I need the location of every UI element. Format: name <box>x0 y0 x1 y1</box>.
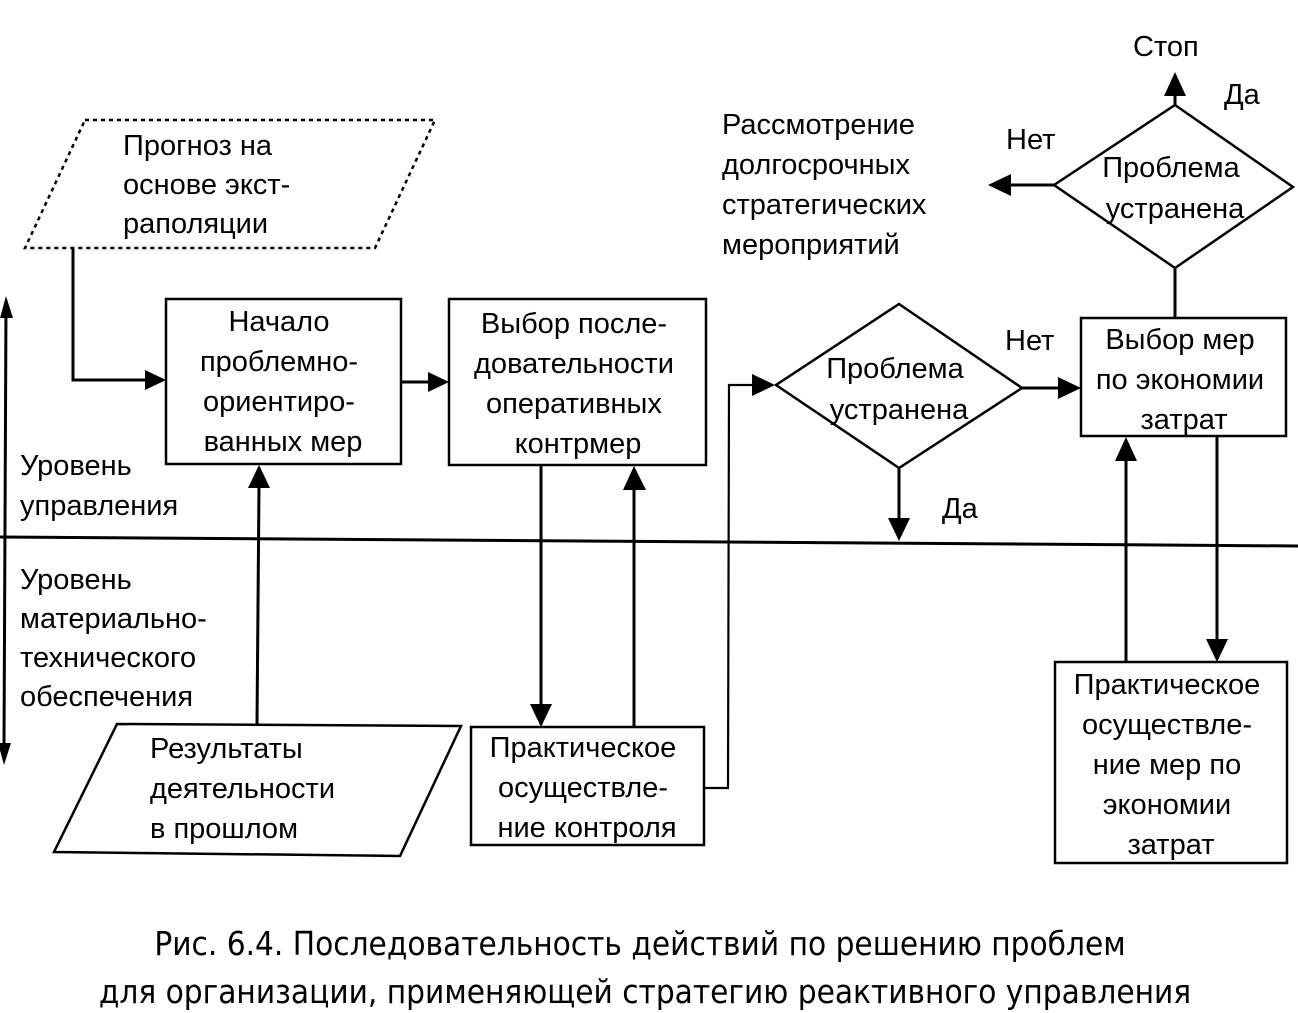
arrowhead-icon <box>1115 437 1137 461</box>
stop-label: Стоп <box>1133 31 1199 63</box>
arrowhead-icon <box>623 466 646 490</box>
decision-1-diamond <box>773 302 1025 470</box>
arrowhead-icon <box>1058 377 1081 399</box>
decision-1-label: Проблема устранена <box>826 353 972 426</box>
choose-sequence-label: Выбор после- довательности оперативных к… <box>474 308 682 460</box>
level-label-management: Уровень управления <box>20 450 178 522</box>
long-term-measures-label: Рассмотрение долгосрочных стратегических… <box>722 109 934 261</box>
node-decision-2: Проблема устранена <box>1051 103 1296 270</box>
forecast-label: Прогноз на основе экст- раполяции <box>123 130 298 240</box>
arrowhead-icon <box>248 465 270 488</box>
arrowhead-icon <box>1206 639 1228 662</box>
arrowhead-icon <box>988 174 1011 196</box>
arrowhead-icon <box>888 518 910 541</box>
decision-1-no-label: Нет <box>1005 325 1054 357</box>
decision-2-label: Проблема устранена <box>1102 152 1248 225</box>
choose-savings-label: Выбор мер по экономии затрат <box>1096 324 1272 436</box>
control-impl-box <box>469 725 706 847</box>
arrowhead-icon <box>530 704 552 727</box>
decision-2-yes-label: Да <box>1224 79 1261 111</box>
figure-caption-line-2: для организации, применяющей стратегию р… <box>99 972 1191 1011</box>
figure-caption-line-1: Рис. 6.4. Последовательность действий по… <box>154 924 1125 963</box>
level-label-logistics: Уровень материально- технического обеспе… <box>20 564 215 713</box>
axis-arrow-down-icon <box>0 743 11 765</box>
arrowhead-icon <box>1164 72 1186 96</box>
start-measures-box <box>164 297 403 466</box>
arrowhead-icon <box>752 374 775 396</box>
forecast-parallelogram <box>23 118 437 250</box>
control-impl-label: Практическое осуществле- ние контроля <box>490 732 685 844</box>
node-choose-savings: Выбор мер по экономии затрат <box>1079 316 1288 438</box>
choose-savings-box <box>1079 316 1288 438</box>
node-control-impl: Практическое осуществле- ние контроля <box>469 725 706 847</box>
past-results-label: Результаты деятельности в прошлом <box>150 733 343 845</box>
past-results-parallelogram <box>52 722 463 858</box>
node-start-measures: Начало проблемно- ориентиро- ванных мер <box>164 297 403 466</box>
decision-1-yes-label: Да <box>942 493 979 525</box>
savings-impl-box <box>1053 660 1289 865</box>
vertical-axis-line <box>2 304 8 746</box>
arrowhead-icon <box>145 370 166 390</box>
edge-forecast-to-start <box>71 249 146 382</box>
start-measures-label: Начало проблемно- ориентиро- ванных мер <box>200 306 366 458</box>
node-savings-impl: Практическое осуществле- ние мер по экон… <box>1053 660 1289 865</box>
edge-past-to-start <box>255 485 261 725</box>
node-forecast: Прогноз на основе экст- раполяции <box>23 118 437 250</box>
node-choose-sequence: Выбор после- довательности оперативных к… <box>447 297 708 467</box>
node-past-results: Результаты деятельности в прошлом <box>52 722 463 858</box>
node-decision-1: Проблема устранена <box>773 302 1025 470</box>
choose-sequence-box <box>447 297 708 467</box>
decision-2-no-label: Нет <box>1006 124 1055 156</box>
decision-2-diamond <box>1051 103 1296 270</box>
axis-arrow-up-icon <box>0 296 13 318</box>
savings-impl-label: Практическое осуществле- ние мер по экон… <box>1074 669 1269 861</box>
level-divider-line <box>0 535 1298 548</box>
edge-control-to-decision1 <box>704 383 752 790</box>
arrowhead-icon <box>428 372 449 392</box>
